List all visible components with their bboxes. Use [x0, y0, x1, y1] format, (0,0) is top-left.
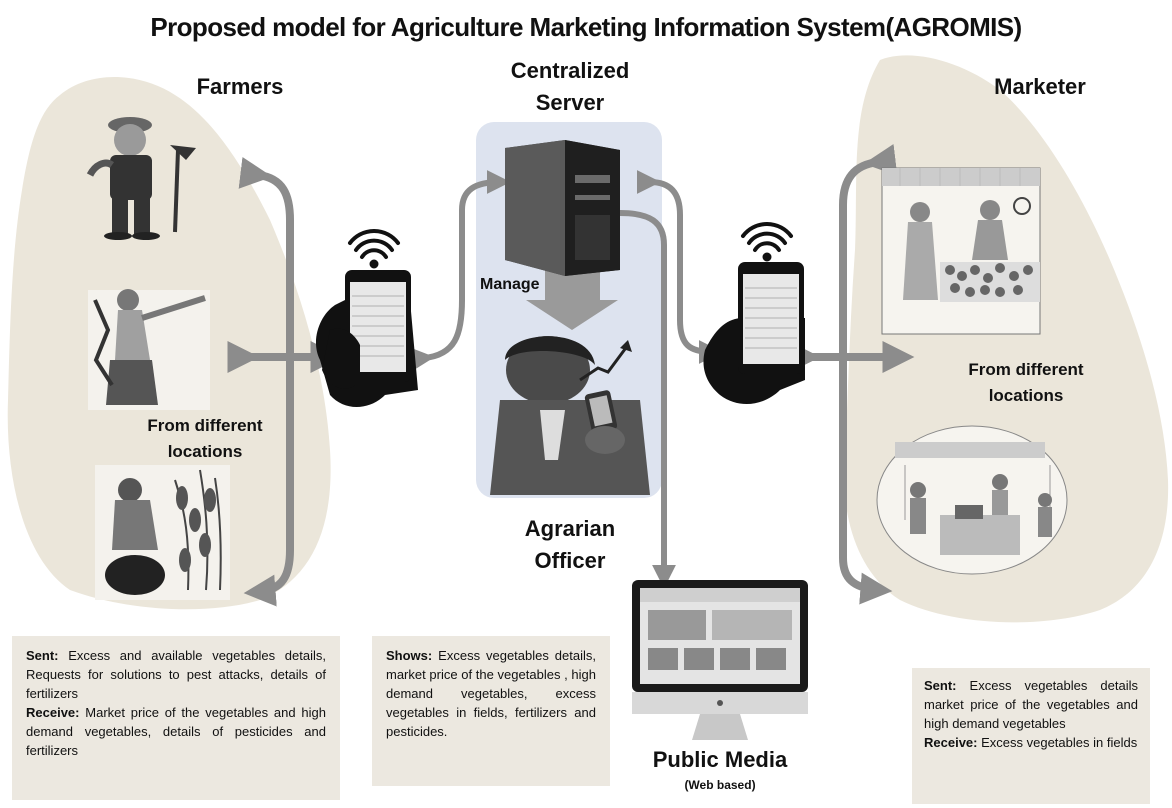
- farmers-bracket-arrow: [238, 157, 294, 607]
- manage-down-arrow: [526, 268, 618, 330]
- marketer-sent-text: Excess vegetables details market price o…: [924, 678, 1138, 731]
- server-icon: [505, 140, 620, 276]
- marketer-receive-text: Excess vegetables in fields: [981, 735, 1138, 750]
- computer-monitor-icon: [632, 580, 808, 740]
- marketer-receive-label: Receive:: [924, 735, 978, 750]
- right-wifi-icon: [741, 222, 793, 262]
- market-stall-icon: [881, 167, 1041, 335]
- marketer-label: Marketer: [994, 74, 1086, 99]
- public-media-shows-label: Shows:: [386, 648, 433, 663]
- public-media-info-box: Shows: Excess vegetables details, market…: [372, 636, 610, 786]
- farmers-label: Farmers: [196, 74, 284, 99]
- right-phone-server-arrow: [636, 169, 723, 364]
- marketer-locations-line2: locations: [988, 386, 1064, 405]
- officer-label-line1: Agrarian: [524, 516, 616, 541]
- marketer-bracket-arrow: [839, 144, 898, 605]
- farmer-pointing-icon: [88, 289, 210, 410]
- right-smartphone-icon: [703, 262, 805, 405]
- manage-label: Manage: [480, 276, 540, 293]
- farmers-receive-text: Market price of the vegetables and high …: [26, 705, 326, 758]
- farmers-receive-label: Receive:: [26, 705, 80, 720]
- officer-with-phone-icon: [490, 336, 650, 495]
- supermarket-icon: [876, 425, 1068, 575]
- officer-label-line2: Officer: [534, 548, 606, 573]
- server-label-line2: Server: [535, 90, 605, 115]
- farmers-sent-text: Excess and available vegetables details,…: [26, 648, 326, 701]
- farmers-locations-line2: locations: [167, 442, 243, 461]
- public-media-label: Public Media: [652, 747, 788, 772]
- server-to-media-arrow: [617, 210, 676, 589]
- left-phone-server-arrow: [409, 170, 511, 372]
- marketer-info-box: Sent: Excess vegetables details market p…: [912, 668, 1150, 804]
- farmers-locations-line1: From different: [147, 416, 263, 435]
- farmer-with-hoe-icon: [86, 117, 196, 240]
- server-label-line1: Centralized: [510, 58, 630, 83]
- marketer-sent-label: Sent:: [924, 678, 957, 693]
- farmers-sent-label: Sent:: [26, 648, 59, 663]
- left-smartphone-icon: [315, 270, 418, 408]
- farmer-harvesting-icon: [95, 465, 230, 600]
- left-wifi-icon: [348, 229, 400, 269]
- marketer-locations-line1: From different: [968, 360, 1084, 379]
- page-title: Proposed model for Agriculture Marketing…: [150, 12, 1022, 42]
- farmers-info-box: Sent: Excess and available vegetables de…: [12, 636, 340, 800]
- web-based-label: (Web based): [684, 778, 756, 792]
- public-media-shows-text: Excess vegetables details, market price …: [386, 648, 596, 739]
